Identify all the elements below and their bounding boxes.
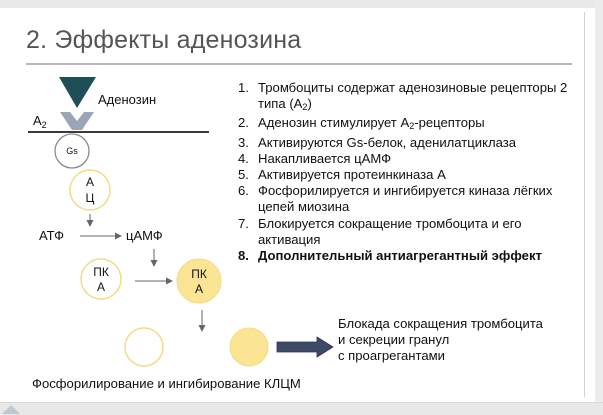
list-item: 4.Накапливается цАМФ xyxy=(238,150,392,166)
receptor-label: A2 xyxy=(33,113,47,130)
title-underline xyxy=(26,63,572,65)
adenosine-label: Аденозин xyxy=(98,92,156,107)
pka-inactive-label-bottom: А xyxy=(97,280,105,294)
window-right-border xyxy=(595,0,603,415)
list-item: 6.Фосфорилируется и ингибируется киназа … xyxy=(238,183,553,215)
outcome-text: Блокада сокращения тромбоцита и секреции… xyxy=(338,316,588,365)
pka-active-label-bottom: А xyxy=(195,282,203,296)
window-top-border xyxy=(0,0,603,8)
ac-label-bottom: Ц xyxy=(86,191,95,205)
outcome-line-1: Блокада сокращения тромбоцита xyxy=(338,316,543,331)
effects-numbered-list: 1.Тромбоциты содержат аденозиновые рецеп… xyxy=(238,80,584,264)
pka-inactive-label-top: ПК xyxy=(93,265,109,279)
adenylate-cyclase-circle xyxy=(69,169,111,211)
list-item: 1.Тромбоциты содержат аденозиновые рецеп… xyxy=(238,80,568,113)
phosphorylation-caption: Фосфорилирование и ингибирование КЛЦМ xyxy=(32,376,301,391)
outcome-line-3: с проагрегантами xyxy=(338,348,445,364)
list-item: 2.Аденозин стимулирует A2-рецепторы xyxy=(238,115,485,132)
result-block-arrow xyxy=(276,336,334,358)
gs-protein-circle xyxy=(54,133,90,169)
pka-inactive-circle xyxy=(80,258,122,300)
list-item: 8.Дополнительный антиагрегантный эффект xyxy=(238,248,542,264)
window-bottom-bar xyxy=(0,402,603,415)
outcome-line-2: и секреции гранул xyxy=(338,332,450,348)
slide-corner-triangle-icon[interactable] xyxy=(2,405,20,414)
mlck-inactive-circle xyxy=(124,327,164,367)
a2-receptor-shape xyxy=(60,112,94,130)
pka-active-circle xyxy=(176,258,222,304)
ac-label-top: А xyxy=(86,175,94,189)
camp-label: цАМФ xyxy=(126,228,163,243)
list-item: 7.Блокируется сокращение тромбоцита и ег… xyxy=(238,215,522,247)
mlck-phosphorylated-circle xyxy=(229,327,269,367)
pka-active-label-top: ПК xyxy=(191,267,207,281)
atp-label: АТФ xyxy=(39,228,64,243)
adenosine-ligand-shape xyxy=(59,77,96,108)
gs-label: Gs xyxy=(66,146,78,156)
list-item: 3.Активируются Gs-белок, аденилатциклаза xyxy=(238,134,517,150)
slide-title: 2. Эффекты аденозина xyxy=(26,26,302,54)
list-item: 5.Активируется протеинкиназа А xyxy=(238,167,446,183)
slide-right-edge xyxy=(584,12,585,397)
